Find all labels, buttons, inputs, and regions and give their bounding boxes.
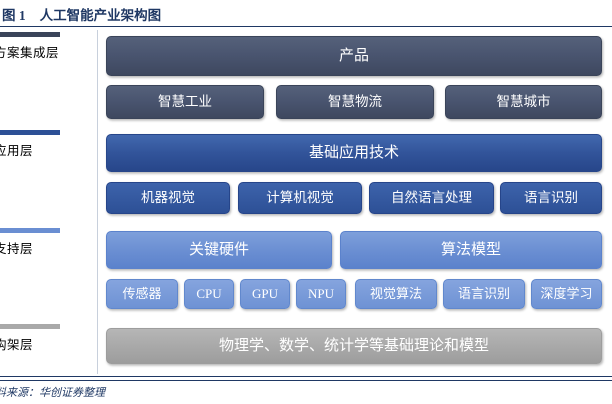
footer-divider-bottom (0, 379, 612, 381)
layer-label-foundation-support: 基础支持层 (0, 228, 68, 257)
algorithm-item-speech-recognition: 语言识别 (443, 279, 525, 309)
foundation-theory-box: 物理学、数学、统计学等基础理论和模型 (106, 328, 602, 364)
hardware-item-gpu: GPU (240, 279, 290, 309)
layer-name-knowledge-framework: 知识构架层 (0, 338, 34, 352)
page-title: 人工智能产业架构图 (39, 8, 162, 23)
figure-number: 图 1 (2, 8, 26, 23)
footer-divider-top (0, 376, 612, 377)
algorithm-item-deep-learning: 深度学习 (531, 279, 602, 309)
layer-name-foundation-support: 基础支持层 (0, 242, 34, 256)
vertical-divider (97, 30, 98, 374)
product-item-smart-logistics: 智慧物流 (276, 85, 434, 119)
figure-title-row: 图 1 人工智能产业架构图 (0, 2, 612, 26)
product-item-smart-city: 智慧城市 (445, 85, 602, 119)
source-note: 资料来源：华创证券整理 (0, 387, 105, 399)
title-divider (0, 26, 612, 27)
product-item-smart-industry: 智慧工业 (106, 85, 264, 119)
algorithm-item-vision-algorithm: 视觉算法 (355, 279, 437, 309)
layer-name-technology-application: 技术应用层 (0, 144, 34, 158)
tech-item-machine-vision: 机器视觉 (106, 182, 230, 214)
hardware-item-sensor: 传感器 (106, 279, 178, 309)
hardware-item-npu: NPU (296, 279, 346, 309)
tech-item-speech-recognition: 语言识别 (500, 182, 602, 214)
hardware-item-cpu: CPU (184, 279, 234, 309)
layer-bar-knowledge-framework (0, 324, 60, 329)
layer-label-technology-application: 技术应用层 (0, 130, 68, 159)
layer-bar-foundation-support (0, 228, 60, 233)
layer-bar-technology-application (0, 130, 60, 135)
algorithm-header-box: 算法模型 (340, 231, 602, 269)
layer-bar-solution-integration (0, 32, 60, 37)
product-header-box: 产品 (106, 36, 602, 76)
layer-label-solution-integration: 解决方案集成层 (0, 32, 68, 61)
layer-label-knowledge-framework: 知识构架层 (0, 324, 68, 353)
hardware-header-box: 关键硬件 (106, 231, 332, 269)
layer-name-solution-integration: 解决方案集成层 (0, 46, 60, 60)
tech-item-computer-vision: 计算机视觉 (238, 182, 362, 214)
tech-item-nlp: 自然语言处理 (369, 182, 494, 214)
tech-header-box: 基础应用技术 (106, 134, 602, 172)
